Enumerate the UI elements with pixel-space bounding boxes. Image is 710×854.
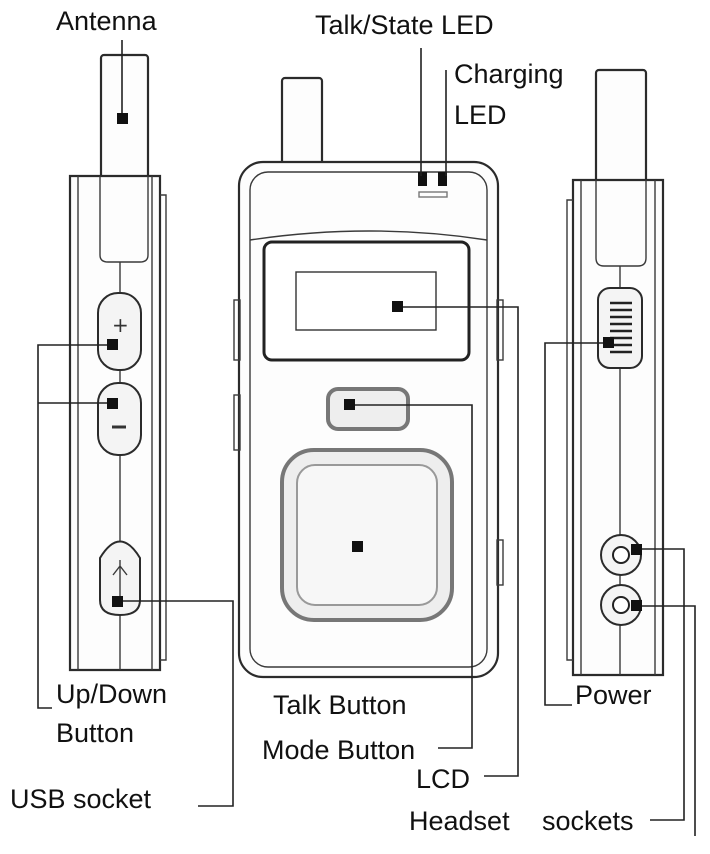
lcd-marker (392, 301, 403, 312)
label-sockets: sockets (542, 806, 634, 836)
right-side-view (566, 68, 665, 677)
label-usb-socket: USB socket (10, 784, 152, 814)
lcd-screen (295, 271, 437, 331)
headset-socket-1-hole (612, 546, 630, 564)
mode-button-marker (344, 399, 355, 410)
side-bump-right-2 (496, 539, 504, 586)
plus-icon: + (112, 313, 129, 337)
side-bump-right-1 (496, 299, 504, 361)
usb-icon (112, 560, 128, 598)
talk-state-led-shape (418, 172, 427, 186)
markers (107, 113, 642, 611)
down-button-marker (107, 398, 118, 409)
front-body-inner (249, 171, 488, 668)
leader-usb-socket (118, 600, 234, 807)
front-view (233, 76, 504, 679)
left-antenna-base (99, 176, 149, 263)
right-body-edge (566, 180, 656, 675)
charging-led-shape (438, 172, 447, 186)
power-switch-shape (597, 287, 643, 369)
headset-socket-2-marker (631, 600, 642, 611)
left-body-edge (77, 176, 167, 670)
label-talk-state-led: Talk/State LED (315, 10, 494, 40)
antenna-marker (117, 113, 128, 124)
side-bump-left-1 (233, 299, 241, 361)
label-antenna: Antenna (56, 6, 158, 36)
left-side-view: + (68, 53, 167, 672)
label-charging-led-line2: LED (454, 100, 507, 130)
leader-headset-1 (638, 548, 685, 821)
label-lcd: LCD (416, 764, 470, 794)
leader-headset-2 (638, 605, 696, 836)
leader-lines (37, 40, 696, 836)
down-button-shape (97, 382, 142, 456)
mode-button-shape (326, 387, 410, 431)
right-antenna-base (595, 180, 647, 267)
headset-socket-1-marker (631, 544, 642, 555)
leader-lcd (398, 306, 519, 777)
headset-socket-2-hole (612, 596, 630, 614)
leader-mode-button (350, 404, 473, 749)
up-button-shape (97, 292, 142, 371)
leader-power (544, 342, 608, 706)
label-charging-led-line1: Charging (454, 59, 564, 89)
led-window (418, 191, 448, 198)
label-mode-button: Mode Button (262, 735, 415, 765)
front-top-curve (249, 230, 488, 241)
talk-button-marker (352, 541, 363, 552)
usb-socket-marker (112, 596, 123, 607)
label-power: Power (575, 680, 652, 710)
labels: Antenna Talk/State LED Charging LED Up/D… (10, 6, 652, 836)
side-bump-left-2 (233, 394, 241, 451)
talk-button-inner (296, 464, 438, 606)
up-button-marker (107, 339, 118, 350)
label-headset: Headset (409, 806, 510, 836)
power-marker (603, 337, 614, 348)
front-antenna (280, 76, 324, 170)
label-up-down-line2: Button (56, 718, 134, 748)
label-talk-button: Talk Button (273, 690, 407, 720)
right-antenna (594, 68, 648, 187)
leader-up-down (37, 344, 112, 709)
label-up-down-line1: Up/Down (56, 679, 167, 709)
